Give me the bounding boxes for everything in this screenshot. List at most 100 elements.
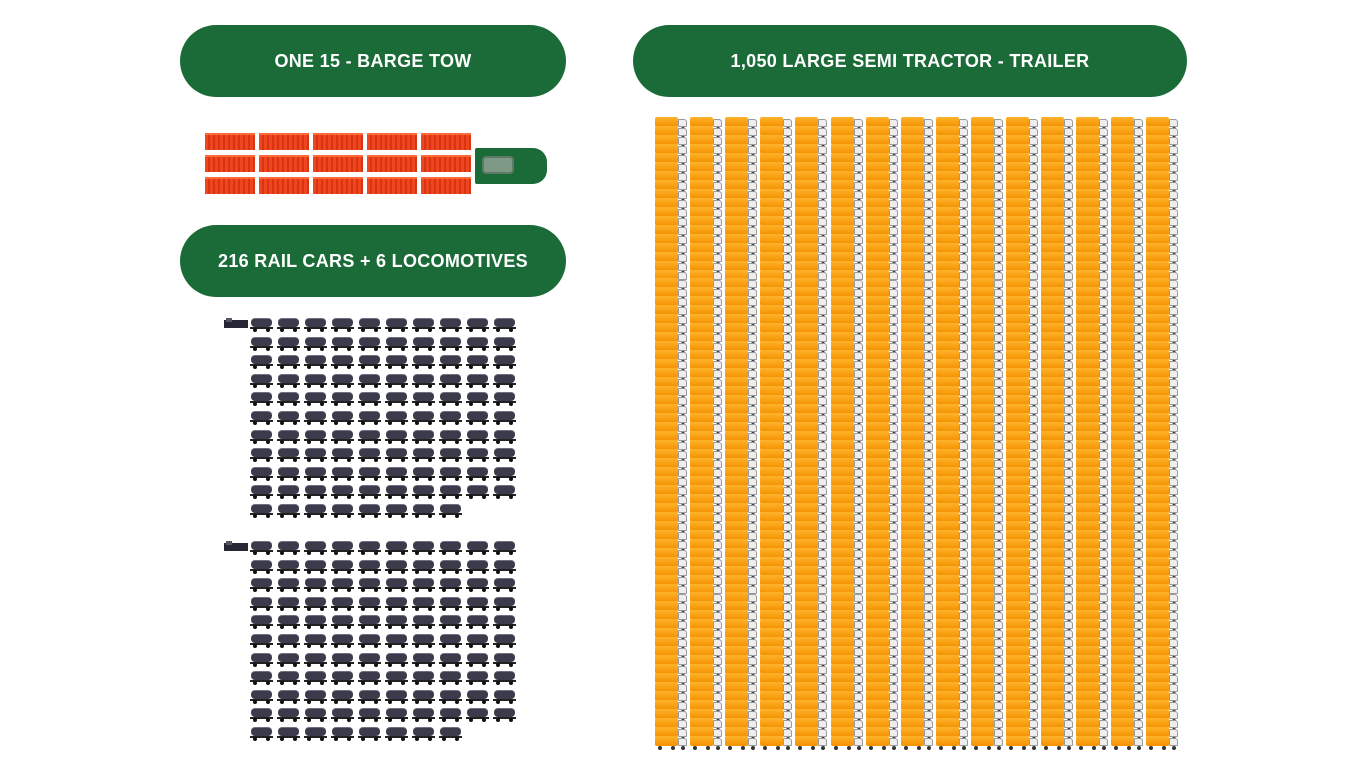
tank-car-tank bbox=[413, 504, 434, 513]
truck-trailer bbox=[935, 143, 959, 154]
wheel-icon bbox=[401, 606, 405, 611]
tank-car-icon bbox=[304, 392, 327, 407]
tank-car-tank bbox=[359, 336, 380, 346]
wheel-icon bbox=[442, 718, 446, 723]
wheel-icon bbox=[442, 365, 446, 370]
wheel-icon bbox=[496, 365, 500, 370]
wheel-icon bbox=[496, 681, 500, 686]
tank-car-icon bbox=[250, 541, 273, 555]
wheel-icon bbox=[469, 476, 473, 481]
wheel-icon bbox=[334, 644, 338, 648]
tank-car-frame bbox=[466, 494, 489, 497]
tank-car-icon bbox=[358, 652, 381, 667]
wheel-icon bbox=[280, 383, 284, 388]
tank-car-tank bbox=[278, 689, 299, 699]
truck-cab bbox=[678, 127, 687, 136]
wheel-icon bbox=[401, 551, 405, 555]
tank-car-tank bbox=[440, 448, 461, 458]
wheel-icon bbox=[347, 718, 351, 723]
wheel-icon bbox=[509, 718, 513, 723]
tank-car-frame bbox=[277, 587, 300, 590]
tank-car-frame bbox=[493, 420, 516, 422]
tank-car-tank bbox=[467, 448, 488, 458]
wheel-icon bbox=[388, 383, 392, 388]
wheel-icon bbox=[361, 495, 365, 500]
tank-car-tank bbox=[467, 392, 488, 402]
tank-car-icon bbox=[358, 485, 381, 500]
truck-trailer bbox=[1146, 161, 1170, 172]
wheel-icon bbox=[509, 421, 513, 425]
tank-car-icon bbox=[277, 615, 300, 630]
tank-car-icon bbox=[304, 652, 327, 667]
tank-car-frame bbox=[466, 605, 489, 608]
tank-car-tank bbox=[332, 411, 353, 420]
tank-car-tank bbox=[494, 578, 515, 588]
truck-cab bbox=[818, 154, 828, 163]
tank-car-icon bbox=[493, 429, 516, 444]
tank-car-icon bbox=[331, 652, 354, 667]
wheel-icon bbox=[307, 328, 311, 332]
tank-car-icon bbox=[493, 615, 516, 630]
tank-car-tank bbox=[305, 634, 326, 643]
wheel-icon bbox=[347, 458, 351, 463]
tank-car-frame bbox=[439, 401, 462, 404]
wheel-icon bbox=[388, 718, 392, 723]
wheel-icon bbox=[334, 476, 338, 481]
tank-car-icon bbox=[250, 671, 273, 686]
tank-car-frame bbox=[277, 345, 300, 348]
wheel-icon bbox=[374, 569, 378, 574]
tank-car-tank bbox=[332, 615, 353, 625]
wheel-icon bbox=[280, 514, 284, 518]
tank-car-tank bbox=[413, 355, 434, 365]
tank-car-tank bbox=[251, 373, 272, 383]
tank-car-tank bbox=[251, 429, 272, 439]
truck-trailer bbox=[1146, 117, 1170, 127]
tank-car-tank bbox=[305, 671, 326, 681]
truck-trailer bbox=[900, 161, 924, 172]
tank-car-frame bbox=[439, 624, 462, 627]
wheel-icon bbox=[361, 402, 365, 407]
wheel-icon bbox=[293, 458, 297, 463]
tank-car-tank bbox=[251, 504, 272, 513]
tank-car-tank bbox=[467, 373, 488, 383]
tank-car-icon bbox=[331, 559, 354, 574]
wheel-icon bbox=[374, 644, 378, 648]
tank-car-frame bbox=[331, 475, 354, 478]
wheel-icon bbox=[415, 458, 419, 463]
wheel-icon bbox=[509, 402, 513, 407]
truck-cab bbox=[923, 163, 933, 172]
wheel-icon bbox=[496, 551, 500, 555]
tank-car-frame bbox=[331, 457, 354, 460]
tank-car-frame bbox=[412, 661, 435, 664]
wheel-icon bbox=[388, 421, 392, 425]
truck-cab bbox=[1064, 154, 1074, 163]
tank-car-frame bbox=[331, 345, 354, 348]
wheel-icon bbox=[415, 662, 419, 667]
tank-car-frame bbox=[493, 438, 516, 441]
truck-trailer bbox=[900, 152, 924, 163]
wheel-icon bbox=[374, 439, 378, 444]
truck-trailer bbox=[1006, 117, 1029, 127]
tank-car-tank bbox=[440, 541, 461, 550]
wheel-icon bbox=[442, 681, 446, 686]
tank-car-frame bbox=[439, 717, 462, 720]
wheel-icon bbox=[415, 606, 419, 611]
tank-car-tank bbox=[467, 689, 488, 699]
wheel-icon bbox=[293, 569, 297, 574]
truck-trailer bbox=[760, 134, 784, 145]
tank-car-icon bbox=[385, 392, 408, 407]
tank-car-icon bbox=[439, 411, 462, 425]
wheel-icon bbox=[280, 421, 284, 425]
tank-car-icon bbox=[385, 652, 408, 667]
tank-car-frame bbox=[385, 457, 408, 460]
wheel-icon bbox=[388, 328, 392, 332]
wheel-icon bbox=[415, 551, 419, 555]
tank-car-tank bbox=[251, 411, 272, 420]
truck-cab bbox=[1064, 127, 1074, 136]
wheel-icon bbox=[469, 681, 473, 686]
tank-car-tank bbox=[359, 318, 380, 327]
tank-car-icon bbox=[412, 466, 435, 481]
wheel-icon bbox=[320, 495, 324, 500]
truck-trailer bbox=[690, 161, 714, 172]
wheel-icon bbox=[334, 699, 338, 704]
